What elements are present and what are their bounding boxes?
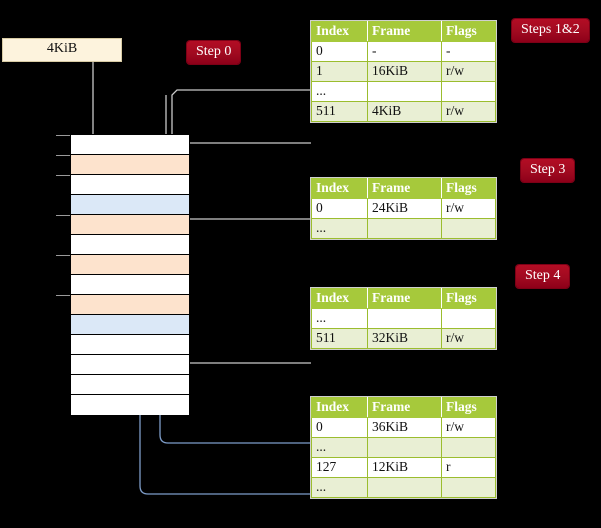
cell-flags bbox=[441, 308, 496, 329]
column-header-frame: Frame bbox=[367, 397, 442, 418]
memory-tick bbox=[56, 215, 70, 216]
cell-index: ... bbox=[311, 437, 368, 458]
cell-frame: 32KiB bbox=[367, 328, 442, 349]
memory-row bbox=[71, 375, 189, 395]
cell-flags bbox=[441, 477, 496, 498]
memory-row bbox=[71, 395, 189, 415]
page-table-level-1: Index Frame Flags 0 - - 1 16KiB r/w ... bbox=[311, 21, 496, 122]
table-row: 511 32KiB r/w bbox=[311, 328, 496, 349]
cell-index: 127 bbox=[311, 457, 368, 478]
cell-frame: - bbox=[367, 41, 442, 62]
cell-index: 511 bbox=[311, 101, 368, 122]
column-header-index: Index bbox=[311, 21, 368, 42]
memory-row bbox=[71, 335, 189, 355]
table-row: 0 36KiB r/w bbox=[311, 417, 496, 438]
table-row: 0 24KiB r/w bbox=[311, 198, 496, 219]
memory-tick bbox=[56, 295, 70, 296]
allocation-request-box: 4KiB bbox=[2, 38, 122, 62]
table-header-row: Index Frame Flags bbox=[311, 397, 496, 418]
badge-steps-1-2: Steps 1&2 bbox=[512, 19, 589, 42]
table-row: ... bbox=[311, 437, 496, 458]
page-table-level-3: Index Frame Flags ... 511 32KiB r/w bbox=[311, 288, 496, 349]
cell-frame bbox=[367, 218, 442, 239]
column-header-frame: Frame bbox=[367, 288, 442, 309]
cell-flags: - bbox=[441, 41, 496, 62]
cell-frame bbox=[367, 81, 442, 102]
physical-memory-column bbox=[70, 134, 190, 415]
memory-row bbox=[71, 235, 189, 255]
cell-flags: r/w bbox=[441, 101, 496, 122]
memory-row bbox=[71, 255, 189, 275]
cell-flags: r/w bbox=[441, 198, 496, 219]
cell-flags: r/w bbox=[441, 328, 496, 349]
cell-flags bbox=[441, 437, 496, 458]
memory-row bbox=[71, 215, 189, 235]
cell-frame bbox=[367, 308, 442, 329]
memory-tick bbox=[56, 135, 70, 136]
cell-flags: r/w bbox=[441, 417, 496, 438]
cell-frame bbox=[367, 477, 442, 498]
cell-frame: 12KiB bbox=[367, 457, 442, 478]
cell-index: 0 bbox=[311, 198, 368, 219]
table-row: 511 4KiB r/w bbox=[311, 101, 496, 122]
cell-frame: 16KiB bbox=[367, 61, 442, 82]
memory-row bbox=[71, 155, 189, 175]
column-header-flags: Flags bbox=[441, 21, 496, 42]
cell-index: 1 bbox=[311, 61, 368, 82]
column-header-flags: Flags bbox=[441, 178, 496, 199]
cell-index: ... bbox=[311, 308, 368, 329]
page-table-level-4: Index Frame Flags 0 36KiB r/w ... 127 12… bbox=[311, 397, 496, 498]
page-table-level-2: Index Frame Flags 0 24KiB r/w ... bbox=[311, 178, 496, 239]
cell-frame bbox=[367, 437, 442, 458]
column-header-flags: Flags bbox=[441, 288, 496, 309]
table-row: ... bbox=[311, 81, 496, 102]
cell-index: ... bbox=[311, 81, 368, 102]
column-header-frame: Frame bbox=[367, 21, 442, 42]
cell-flags bbox=[441, 81, 496, 102]
column-header-frame: Frame bbox=[367, 178, 442, 199]
cell-index: 0 bbox=[311, 41, 368, 62]
table-row: 0 - - bbox=[311, 41, 496, 62]
memory-tick bbox=[56, 155, 70, 156]
cell-flags: r/w bbox=[441, 61, 496, 82]
memory-row bbox=[71, 315, 189, 335]
table-row: ... bbox=[311, 218, 496, 239]
cell-frame: 24KiB bbox=[367, 198, 442, 219]
badge-step-4: Step 4 bbox=[516, 265, 570, 288]
table-header-row: Index Frame Flags bbox=[311, 288, 496, 309]
table-row: ... bbox=[311, 477, 496, 498]
cell-index: ... bbox=[311, 218, 368, 239]
cell-frame: 4KiB bbox=[367, 101, 442, 122]
cell-flags: r bbox=[441, 457, 496, 478]
badge-step-0: Step 0 bbox=[187, 41, 241, 64]
memory-row bbox=[71, 295, 189, 315]
column-header-flags: Flags bbox=[441, 397, 496, 418]
cell-index: 0 bbox=[311, 417, 368, 438]
cell-index: 511 bbox=[311, 328, 368, 349]
memory-row bbox=[71, 135, 189, 155]
column-header-index: Index bbox=[311, 178, 368, 199]
cell-frame: 36KiB bbox=[367, 417, 442, 438]
memory-tick bbox=[56, 255, 70, 256]
memory-row bbox=[71, 275, 189, 295]
table-row: 1 16KiB r/w bbox=[311, 61, 496, 82]
memory-row bbox=[71, 355, 189, 375]
table-row: 127 12KiB r bbox=[311, 457, 496, 478]
table-header-row: Index Frame Flags bbox=[311, 178, 496, 199]
table-header-row: Index Frame Flags bbox=[311, 21, 496, 42]
memory-row bbox=[71, 195, 189, 215]
table-row: ... bbox=[311, 308, 496, 329]
cell-index: ... bbox=[311, 477, 368, 498]
memory-row bbox=[71, 175, 189, 195]
memory-tick bbox=[56, 175, 70, 176]
column-header-index: Index bbox=[311, 397, 368, 418]
badge-step-3: Step 3 bbox=[521, 159, 575, 182]
cell-flags bbox=[441, 218, 496, 239]
column-header-index: Index bbox=[311, 288, 368, 309]
